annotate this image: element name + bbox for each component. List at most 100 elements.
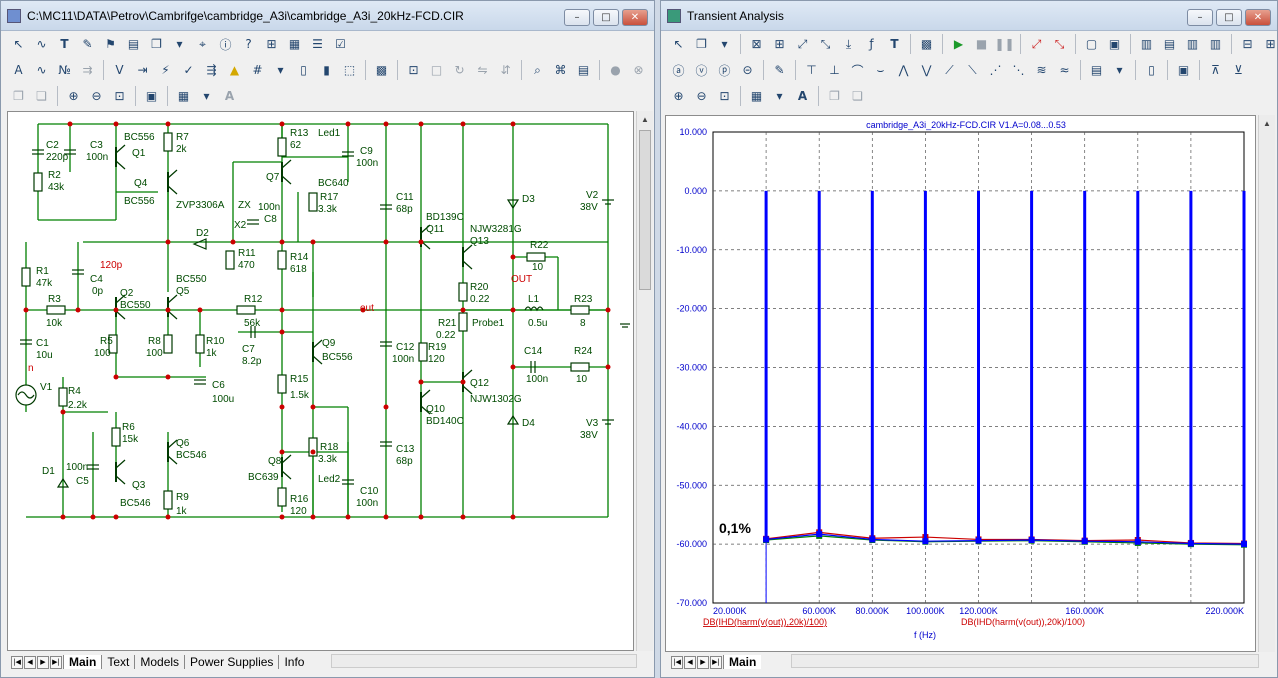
flip-h-icon[interactable]: ⇋ <box>477 63 488 77</box>
tab-models[interactable]: Models <box>134 655 184 669</box>
tile-icon[interactable]: ▦ <box>177 89 190 103</box>
stack-icon[interactable]: ▤ <box>127 37 140 51</box>
page-icon[interactable]: ▯ <box>300 63 307 77</box>
close-button[interactable]: ✕ <box>622 9 648 26</box>
open-icon[interactable]: ▩ <box>375 63 388 77</box>
component-icon[interactable]: ⊞ <box>266 37 277 51</box>
zoom-v-icon[interactable]: ⓥ <box>695 63 708 78</box>
tab-last-button[interactable]: ▶| <box>710 655 722 669</box>
scale-icon[interactable]: ⊠ <box>751 37 762 51</box>
tag-slope-icon[interactable]: ⋁ <box>921 63 932 77</box>
bounds-icon[interactable]: ⬚ <box>343 63 356 77</box>
box-icon[interactable]: ▢ <box>1085 37 1098 51</box>
font-icon[interactable]: A <box>224 89 235 103</box>
pen-icon[interactable]: ✎ <box>82 37 93 51</box>
dropdown-icon[interactable]: ▾ <box>176 37 183 51</box>
flip-v-icon[interactable]: ⇵ <box>500 63 511 77</box>
tab-main[interactable]: Main <box>723 655 762 669</box>
font-icon[interactable]: A <box>797 89 808 103</box>
clipboard-icon[interactable]: ▤ <box>1090 63 1103 77</box>
tag-wave-icon[interactable]: ≋ <box>1036 63 1047 77</box>
check-icon[interactable]: ☑ <box>335 37 346 51</box>
power-icon[interactable]: ⚡ <box>161 63 170 77</box>
tag-inflect-icon[interactable]: ⋀ <box>898 63 909 77</box>
plot-vertical-scrollbar[interactable]: ▲ <box>1258 115 1275 652</box>
copy-icon[interactable]: ❐ <box>696 37 707 51</box>
curve2-icon[interactable]: ⤡ <box>820 36 831 51</box>
tab-next-button[interactable]: ▶ <box>697 655 709 669</box>
pause-icon[interactable]: ❚❚ <box>994 37 1015 51</box>
info-icon[interactable]: ⓘ <box>219 37 232 52</box>
find-icon[interactable]: ⌕ <box>534 62 541 77</box>
dropdown-icon-3[interactable]: ▾ <box>776 89 783 103</box>
layout-icon[interactable]: ▥ <box>1140 37 1153 51</box>
list-icon[interactable]: ☰ <box>312 37 323 51</box>
box2-icon[interactable]: ▣ <box>1108 37 1121 51</box>
tab-prev-button[interactable]: ◀ <box>684 655 696 669</box>
grid-icon[interactable]: # <box>252 63 263 77</box>
tab-main[interactable]: Main <box>63 655 102 669</box>
editor-icon[interactable]: ▦ <box>288 37 301 51</box>
tab-prev-button[interactable]: ◀ <box>24 655 36 669</box>
window-icon[interactable]: ▣ <box>145 89 158 103</box>
tag-max-icon[interactable]: ⋰ <box>989 63 1002 77</box>
wire-icon[interactable]: ∿ <box>36 37 47 51</box>
zoom-fit-icon[interactable]: ⊡ <box>114 89 125 103</box>
stop-icon[interactable]: ● <box>610 63 621 77</box>
zoom-fit-icon[interactable]: ⊡ <box>719 89 730 103</box>
zoom-a-icon[interactable]: ⓐ <box>672 63 685 78</box>
zoom-out-icon[interactable]: ⊖ <box>91 89 102 103</box>
curve-icon[interactable]: ⤢ <box>797 36 808 51</box>
stop-icon[interactable]: ■ <box>975 37 988 51</box>
tag-peak-icon[interactable]: ⊤ <box>806 63 817 77</box>
voltage-icon[interactable]: V <box>115 63 124 77</box>
analysis-close-button[interactable]: ✕ <box>1245 9 1271 26</box>
tag-low-icon[interactable]: ⌣ <box>876 62 885 77</box>
pin-connect-icon[interactable]: ⇶ <box>206 63 217 77</box>
zoom-p-icon[interactable]: ⓟ <box>718 63 731 78</box>
plot-horizontal-scrollbar[interactable] <box>791 654 1259 668</box>
tile-icon[interactable]: ▦ <box>750 89 763 103</box>
maximize-button[interactable]: □ <box>593 9 619 26</box>
stepping-icon[interactable]: ▯ <box>1148 63 1155 77</box>
layout3-icon[interactable]: ▥ <box>1186 37 1199 51</box>
pins-icon[interactable]: ⇉ <box>82 63 93 77</box>
dropdown-icon-2[interactable]: ▾ <box>277 63 284 77</box>
minimize-button[interactable]: – <box>564 9 590 26</box>
warning-icon[interactable]: ▲ <box>229 63 240 77</box>
zoom-in-icon[interactable]: ⊕ <box>673 89 684 103</box>
cursor-red2-icon[interactable]: ⤡ <box>1054 36 1065 51</box>
curve3-icon[interactable]: ⤓ <box>845 36 852 51</box>
tab-last-button[interactable]: ▶| <box>50 655 62 669</box>
tag-global-icon[interactable]: ⟋ <box>945 62 954 77</box>
analysis-maximize-button[interactable]: □ <box>1216 9 1242 26</box>
zoom-minus-icon[interactable]: ⊝ <box>742 63 753 77</box>
tab-text[interactable]: Text <box>101 655 134 669</box>
properties-icon[interactable]: ▩ <box>920 37 933 51</box>
paste-gray-icon[interactable]: ❏ <box>36 89 47 103</box>
function-icon[interactable]: ƒ <box>869 37 874 51</box>
analysis-titlebar[interactable]: Transient Analysis – □ ✕ <box>661 1 1277 31</box>
dropdown-icon-2[interactable]: ▾ <box>1116 63 1123 77</box>
text-tool-icon[interactable]: T <box>60 37 69 51</box>
node-numbers-icon[interactable]: № <box>58 63 71 77</box>
boundary-box-icon[interactable]: ⊡ <box>408 63 419 77</box>
dropdown-icon[interactable]: ▾ <box>721 37 728 51</box>
select-arrow-icon[interactable]: ↖ <box>13 37 24 51</box>
text-tool-icon[interactable]: T <box>890 37 899 51</box>
copy-icon[interactable]: ❐ <box>151 37 162 51</box>
schematic-horizontal-scrollbar[interactable] <box>331 654 637 668</box>
layout2-icon[interactable]: ▤ <box>1163 37 1176 51</box>
tag-wave2-icon[interactable]: ≈ <box>1059 63 1070 77</box>
zoom-out-icon[interactable]: ⊖ <box>696 89 707 103</box>
binoculars-icon[interactable]: ⌘ <box>554 63 567 77</box>
limits-icon[interactable]: ⊼ <box>1211 63 1220 77</box>
notes-icon[interactable]: ▤ <box>577 63 590 77</box>
edit-icon[interactable]: ✎ <box>774 63 785 77</box>
schematic-titlebar[interactable]: C:\MC11\DATA\Petrov\Cambrifge\cambridge_… <box>1 1 654 31</box>
flag-icon[interactable]: ⚑ <box>105 37 116 51</box>
paste-gray-icon[interactable]: ❏ <box>852 89 863 103</box>
select-arrow-icon[interactable]: ↖ <box>673 37 684 51</box>
tab-info[interactable]: Info <box>278 655 309 669</box>
